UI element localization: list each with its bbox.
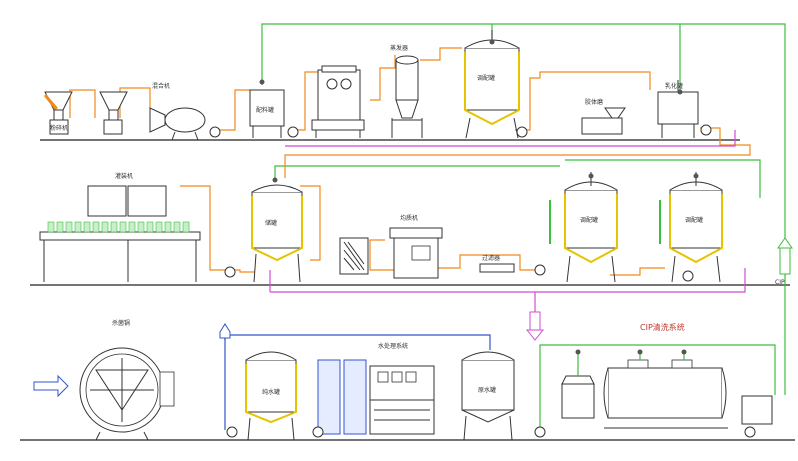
emulsion-tank xyxy=(657,80,699,138)
orange-pipe-row2-d xyxy=(369,239,395,271)
pump-row2-2 xyxy=(534,264,546,276)
label-side-cip: CIP xyxy=(775,279,785,286)
valve-7 xyxy=(575,349,581,355)
orange-pipe-row1-f xyxy=(420,47,462,61)
blue-water-line xyxy=(224,334,491,430)
sterilizer xyxy=(79,347,175,441)
label-row2-storage: 储罐 xyxy=(265,219,277,227)
raw-water-tank xyxy=(461,351,515,441)
row1-small-tank xyxy=(249,89,285,138)
mill-hopper-2 xyxy=(99,91,128,135)
evaporator xyxy=(311,65,365,138)
sterilizer-input-arrow xyxy=(33,374,69,398)
orange-pipe-row2-b xyxy=(300,185,321,261)
label-cip-system: CIP清洗系统 xyxy=(640,322,685,332)
orange-pipe-row2-c xyxy=(435,254,540,271)
mill-hopper-1 xyxy=(44,91,73,135)
valve-2 xyxy=(489,39,495,45)
valve-6 xyxy=(693,173,699,179)
filling-machine xyxy=(39,185,201,282)
label-ro-system: 水处理系统 xyxy=(378,342,408,350)
label-row1-tank: 配料罐 xyxy=(256,106,274,114)
label-emulsion-tank: 乳化罐 xyxy=(665,82,683,90)
row2-mix-tank-2 xyxy=(659,172,723,283)
green-row2-return xyxy=(565,159,761,198)
magenta-row2-return xyxy=(270,268,746,293)
blue-up-arrow xyxy=(219,323,231,339)
horizontal-mixer xyxy=(149,107,206,141)
ro-system xyxy=(317,359,435,435)
label-mill: 粉碎机 xyxy=(50,124,68,132)
pump-row1-2 xyxy=(287,126,299,138)
label-homogenizer: 均质机 xyxy=(400,214,418,222)
cip-system xyxy=(561,359,773,429)
orange-pipe-row1-c xyxy=(215,89,250,131)
valve-8 xyxy=(637,349,643,355)
magenta-cip-arrow xyxy=(525,311,545,341)
pump-row1-3 xyxy=(516,126,528,138)
label-row1-reactor: 调配罐 xyxy=(477,74,495,82)
label-filler: 灌装机 xyxy=(115,172,133,180)
valve-3 xyxy=(677,89,683,95)
orange-pipe-row1-g xyxy=(515,71,651,131)
label-row2-mix1: 调配罐 xyxy=(580,216,598,224)
colloid-mill xyxy=(581,107,626,135)
pump-row3-1 xyxy=(226,426,238,438)
label-pure-water: 纯水罐 xyxy=(262,388,280,396)
orange-pipe-row1-h xyxy=(284,127,751,178)
orange-pipe-row1-a xyxy=(69,89,96,118)
magenta-row1-return xyxy=(285,130,736,147)
label-separator: 蒸发器 xyxy=(390,44,408,52)
label-row2-mix2: 调配罐 xyxy=(685,216,703,224)
row2-mix-tank-1 xyxy=(549,172,618,283)
pump-row2-1 xyxy=(224,266,236,278)
green-row2-left xyxy=(274,165,560,178)
label-raw-water: 原水罐 xyxy=(478,386,496,394)
label-mixer: 混合机 xyxy=(152,82,170,90)
row1-reactor-tank xyxy=(464,30,520,139)
valve-4 xyxy=(272,177,278,183)
heat-exchanger-coil xyxy=(339,237,369,275)
valve-1 xyxy=(259,79,265,85)
pump-row3-3 xyxy=(534,426,546,438)
green-bottom-loop xyxy=(539,344,776,430)
orange-pipe-row1-d xyxy=(295,71,318,131)
pump-row3-4 xyxy=(744,426,756,438)
valve-5 xyxy=(588,173,594,179)
orange-pipe-row2-e xyxy=(610,267,665,276)
filter xyxy=(479,263,515,273)
separator-column xyxy=(391,55,423,138)
pump-row2-3 xyxy=(682,270,694,282)
green-cip-loop-top xyxy=(261,23,786,250)
homogenizer xyxy=(389,227,443,279)
valve-9 xyxy=(681,349,687,355)
label-filter: 过滤器 xyxy=(482,254,500,262)
pump-row1-1 xyxy=(209,126,221,138)
label-sterilizer: 杀菌锅 xyxy=(112,319,130,327)
orange-pipe-row2-a xyxy=(180,185,255,273)
pure-water-tank xyxy=(245,351,297,441)
pump-row1-4 xyxy=(700,124,712,136)
bottle-row xyxy=(47,221,190,233)
row2-storage-tank xyxy=(251,184,303,283)
orange-pipe-row1-e xyxy=(370,55,396,101)
side-cip-arrow xyxy=(777,237,793,275)
label-colloid-mill: 胶体磨 xyxy=(585,98,603,106)
pump-row3-2 xyxy=(312,426,324,438)
